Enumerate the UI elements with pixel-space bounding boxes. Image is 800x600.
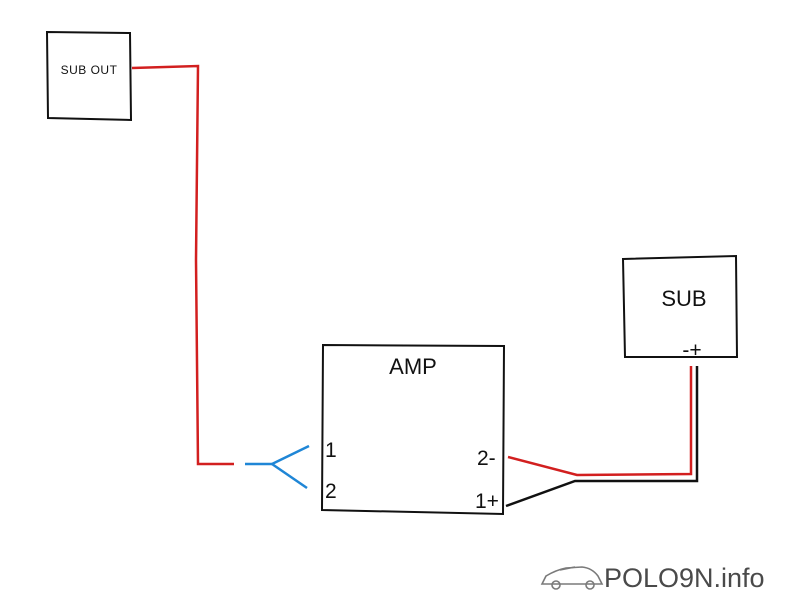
car-icon — [540, 566, 604, 590]
speaker-wire-negative — [507, 366, 693, 477]
sub-terminals-label: -+ — [682, 339, 701, 362]
sub-out-block: SUB OUT — [45, 30, 133, 122]
speaker-wire-positive — [505, 366, 699, 508]
watermark-text: POLO9N.info — [604, 563, 765, 593]
watermark: POLO9N.info — [540, 563, 765, 593]
amp-box — [320, 343, 506, 516]
sub-out-box — [45, 30, 133, 122]
amp-output-pin-minus: 2- — [477, 447, 496, 470]
splitter-branch-2 — [271, 462, 308, 490]
sub-box — [621, 254, 739, 358]
signal-wire — [131, 64, 234, 466]
sub-block: SUB -+ — [621, 254, 739, 362]
amp-block: AMP 1 2 2- 1+ — [320, 343, 506, 516]
amp-input-pin-1: 1 — [325, 439, 337, 462]
amp-input-pin-2: 2 — [325, 480, 337, 503]
y-splitter — [245, 444, 310, 490]
amp-output-pin-plus: 1+ — [475, 490, 499, 513]
sub-out-label: SUB OUT — [61, 63, 118, 77]
amp-label: AMP — [389, 354, 437, 379]
sub-label: SUB — [661, 286, 706, 311]
splitter-branch-1 — [271, 444, 310, 466]
